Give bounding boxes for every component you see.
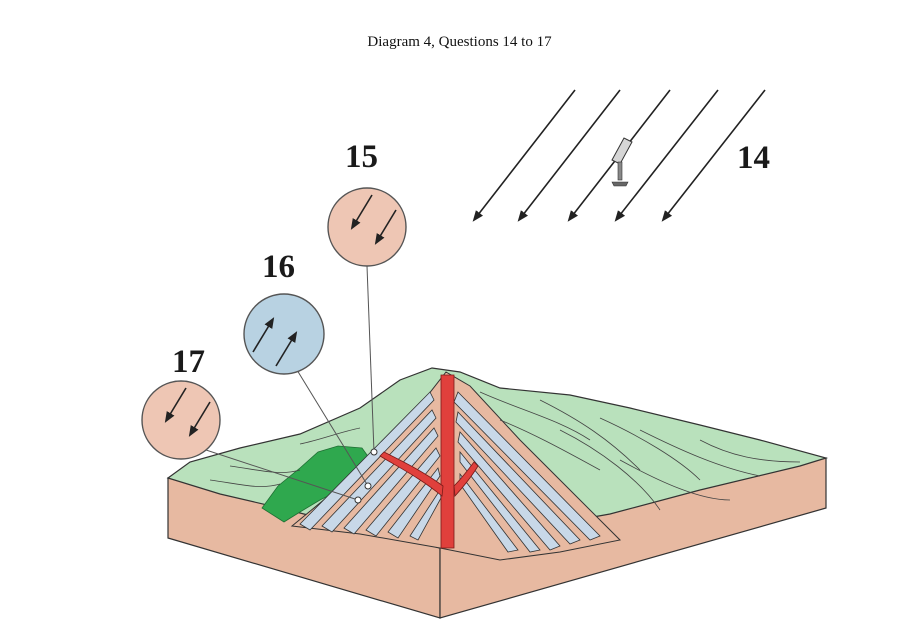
label-16: 16 [262,249,295,285]
compass-needle-icon [611,137,633,187]
label-17: 17 [172,344,205,380]
sample-circle-16 [243,293,325,375]
terrain-contours [209,391,801,511]
magma-conduit [440,374,455,549]
lava-flows-right [453,391,601,553]
diagram-title: Diagram 4, Questions 14 to 17 [367,34,552,50]
leader-lines [199,265,375,501]
magma-dike [379,451,479,497]
sample-points [354,448,378,504]
sample-circle-15 [327,187,407,267]
label-14: 14 [737,140,770,176]
label-15: 15 [345,139,378,175]
sample-circle-17 [141,380,221,460]
